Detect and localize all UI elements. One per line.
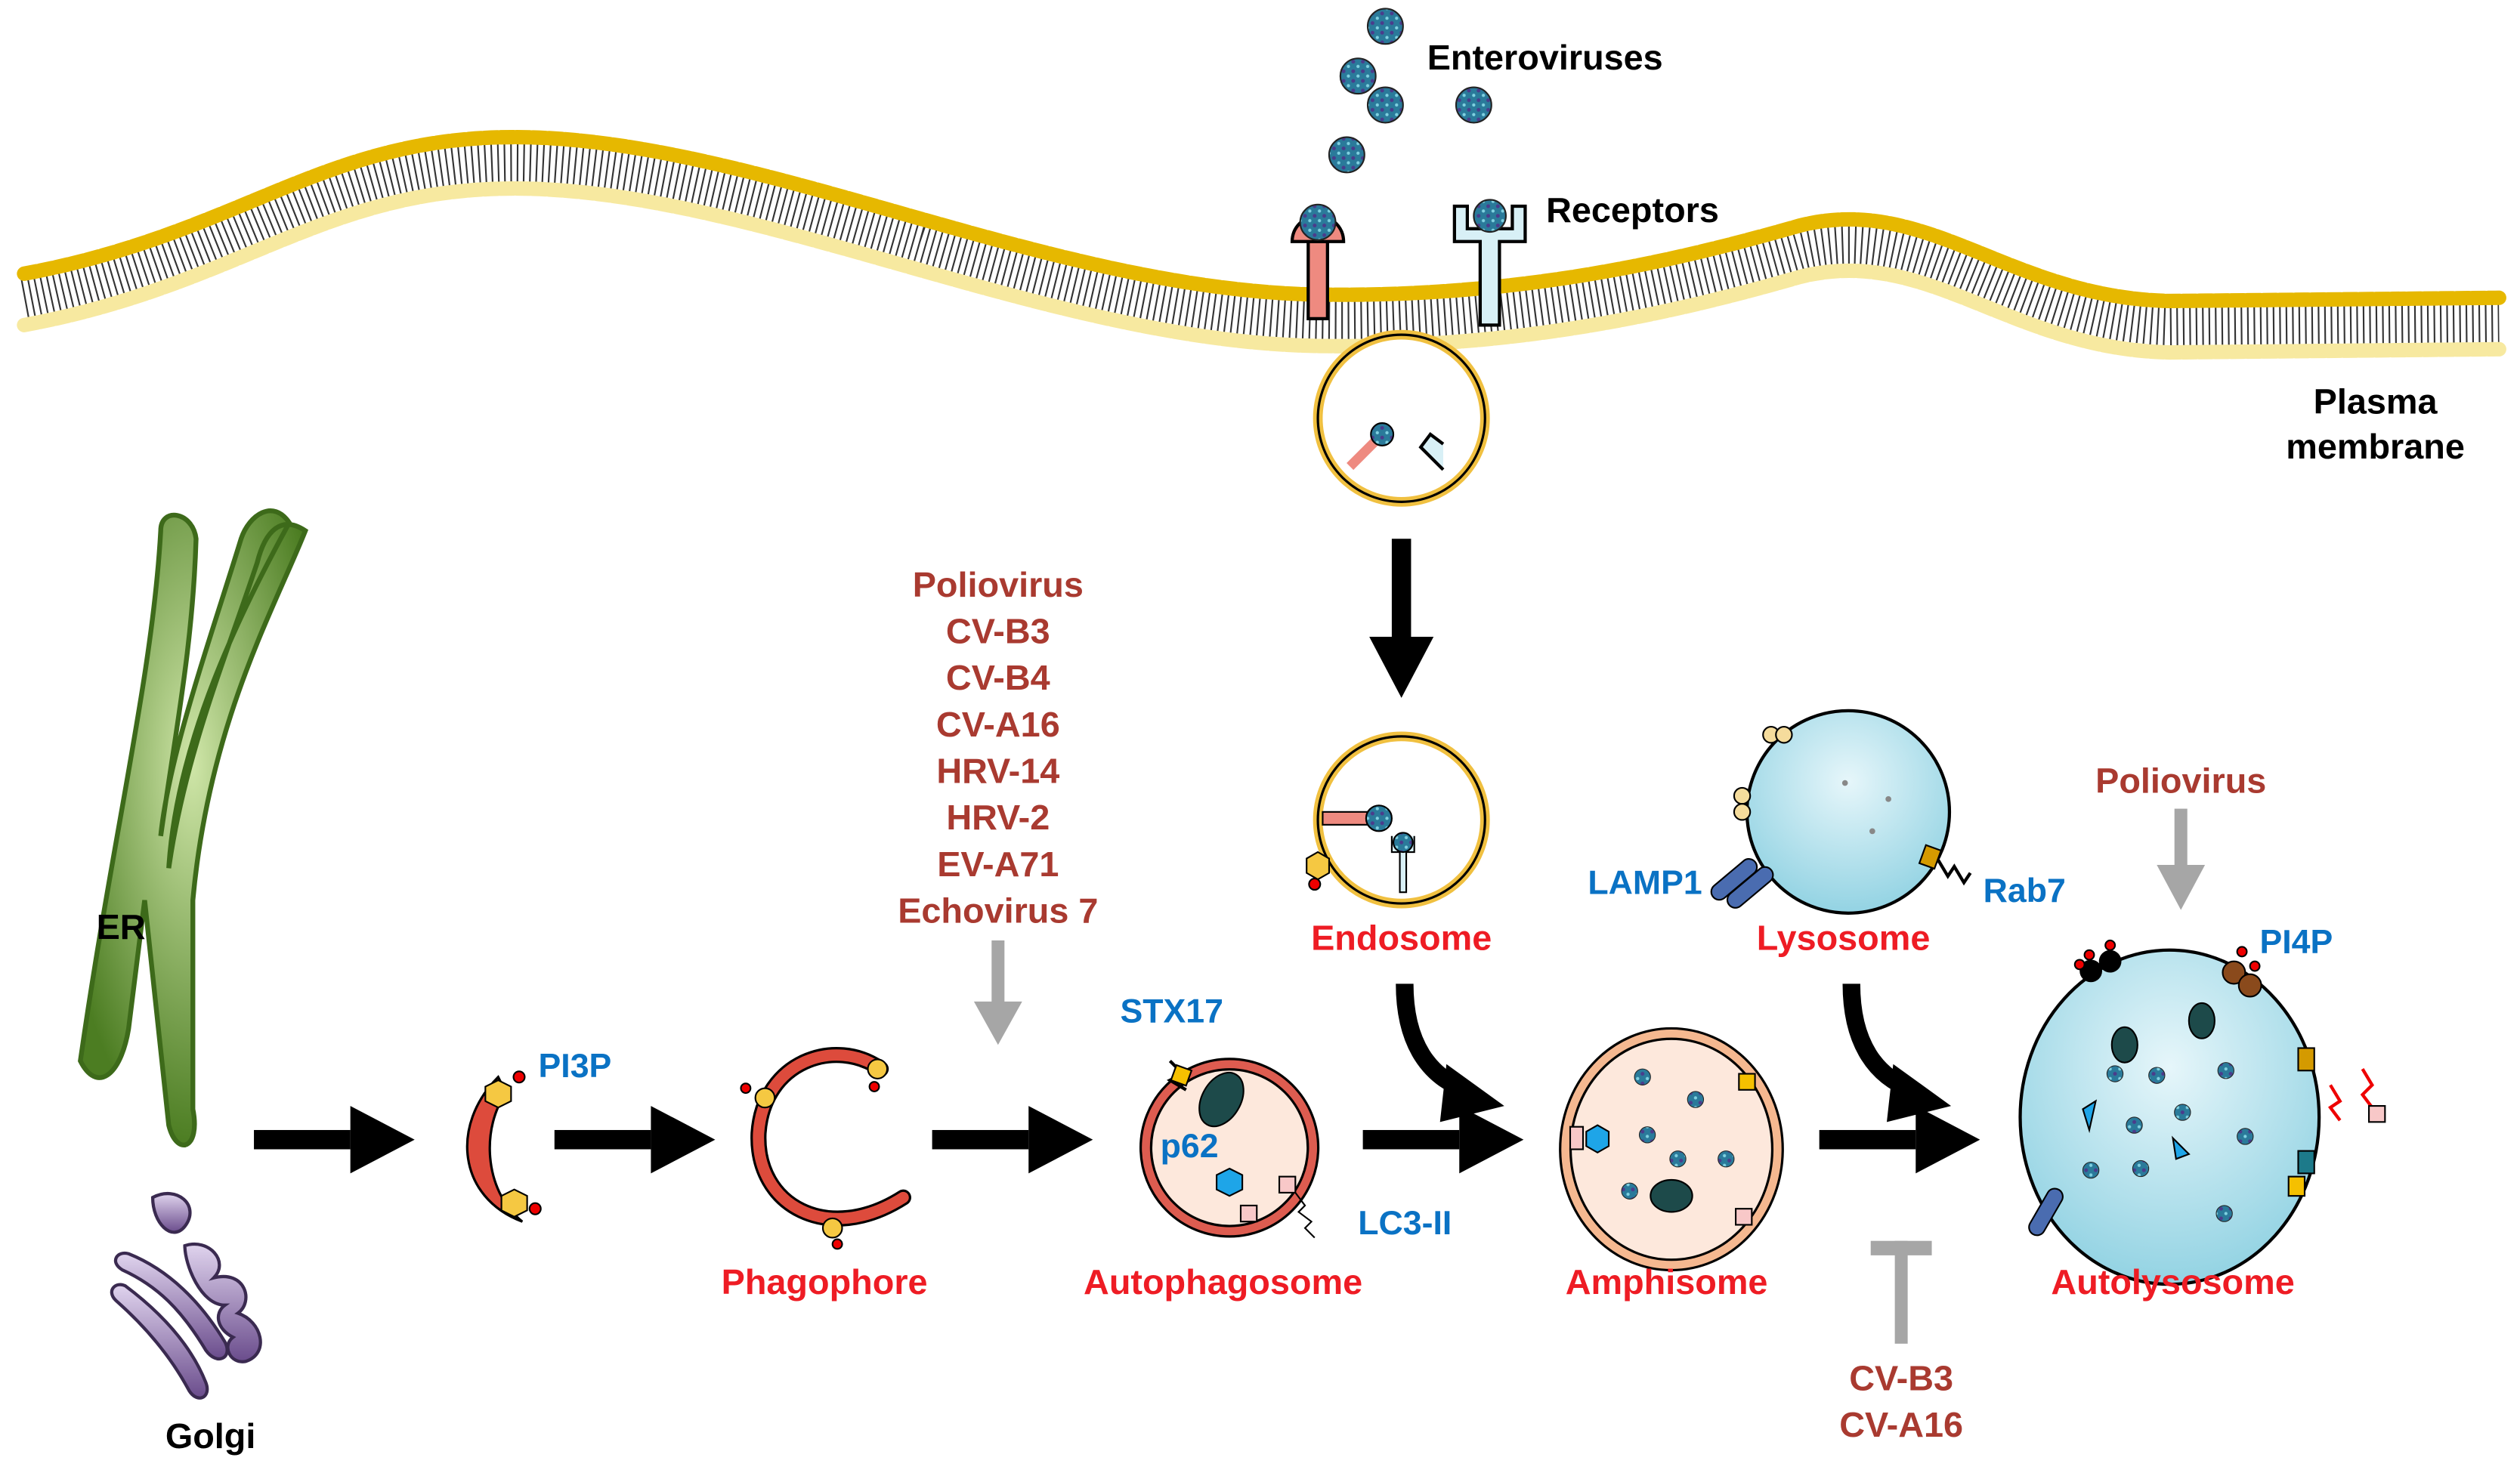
inhibitor-virus-label: CV-B3 — [1849, 1359, 1953, 1398]
golgi-organelle — [110, 1192, 262, 1400]
virus-label: CV-B4 — [946, 658, 1050, 697]
autolysosome-label: Autolysosome — [2051, 1262, 2294, 1302]
pi3p-membrane — [465, 1070, 542, 1223]
receptors-label: Receptors — [1546, 190, 1719, 230]
pi3p-label: PI3P — [539, 1048, 612, 1085]
lc3-ii-label: LC3-II — [1358, 1205, 1452, 1242]
golgi-label: Golgi — [165, 1416, 256, 1456]
endosome-label: Endosome — [1311, 919, 1492, 958]
enteroviruses-label: Enteroviruses — [1427, 38, 1663, 77]
endocytic-vesicle — [1313, 329, 1490, 507]
lysosome-label: Lysosome — [1757, 919, 1931, 958]
er-organelle — [78, 508, 309, 1147]
receptor-red — [1290, 203, 1346, 321]
receptor-blue — [1452, 199, 1527, 327]
pathway-arrows — [254, 1106, 1980, 1174]
plasma-membrane-label-2: membrane — [2286, 427, 2465, 466]
phagophore-label: Phagophore — [722, 1262, 928, 1302]
autophagosome-label: Autophagosome — [1084, 1262, 1362, 1302]
stx17-label: STX17 — [1120, 993, 1223, 1030]
endosome-organelle — [1306, 731, 1490, 909]
autophagosome-organelle — [1139, 1058, 1320, 1239]
pi4p-label: PI4P — [2259, 924, 2333, 961]
autolysosome-organelle — [2018, 939, 2386, 1286]
virus-list-inducing: Poliovirus CV-B3 CV-B4 CV-A16 HRV-14 HRV… — [898, 565, 1098, 931]
lysosome-organelle — [1710, 709, 1972, 915]
phagophore-organelle — [740, 1047, 911, 1250]
rab7-label: Rab7 — [1984, 872, 2066, 909]
virus-label: Echovirus 7 — [898, 891, 1098, 931]
poliovirus-autolysosome-label: Poliovirus — [2095, 761, 2266, 800]
virus-label: EV-A71 — [937, 845, 1059, 884]
amphisome-label: Amphisome — [1566, 1262, 1768, 1302]
virus-label: CV-A16 — [936, 705, 1060, 744]
inhibition-bar — [1870, 1240, 1932, 1344]
curved-arrows — [1396, 983, 1952, 1122]
virus-label: HRV-14 — [936, 752, 1059, 791]
lamp1-label: LAMP1 — [1588, 864, 1702, 901]
virus-label: Poliovirus — [913, 565, 1084, 604]
plasma-membrane-label-1: Plasma — [2314, 381, 2438, 421]
p62-label: p62 — [1161, 1128, 1219, 1165]
gray-arrow-induce — [973, 940, 1022, 1045]
amphisome-organelle — [1559, 1027, 1784, 1272]
plasma-membrane — [17, 129, 2506, 360]
enterovirus-particles — [1328, 8, 1492, 174]
inhibitor-virus-label: CV-A16 — [1839, 1405, 1963, 1444]
gray-arrow-poliovirus — [2157, 808, 2206, 910]
virus-label: HRV-2 — [946, 798, 1050, 837]
er-label: ER — [97, 907, 146, 946]
virus-label: CV-B3 — [946, 612, 1050, 651]
arrowhead-endosome — [1369, 637, 1434, 698]
